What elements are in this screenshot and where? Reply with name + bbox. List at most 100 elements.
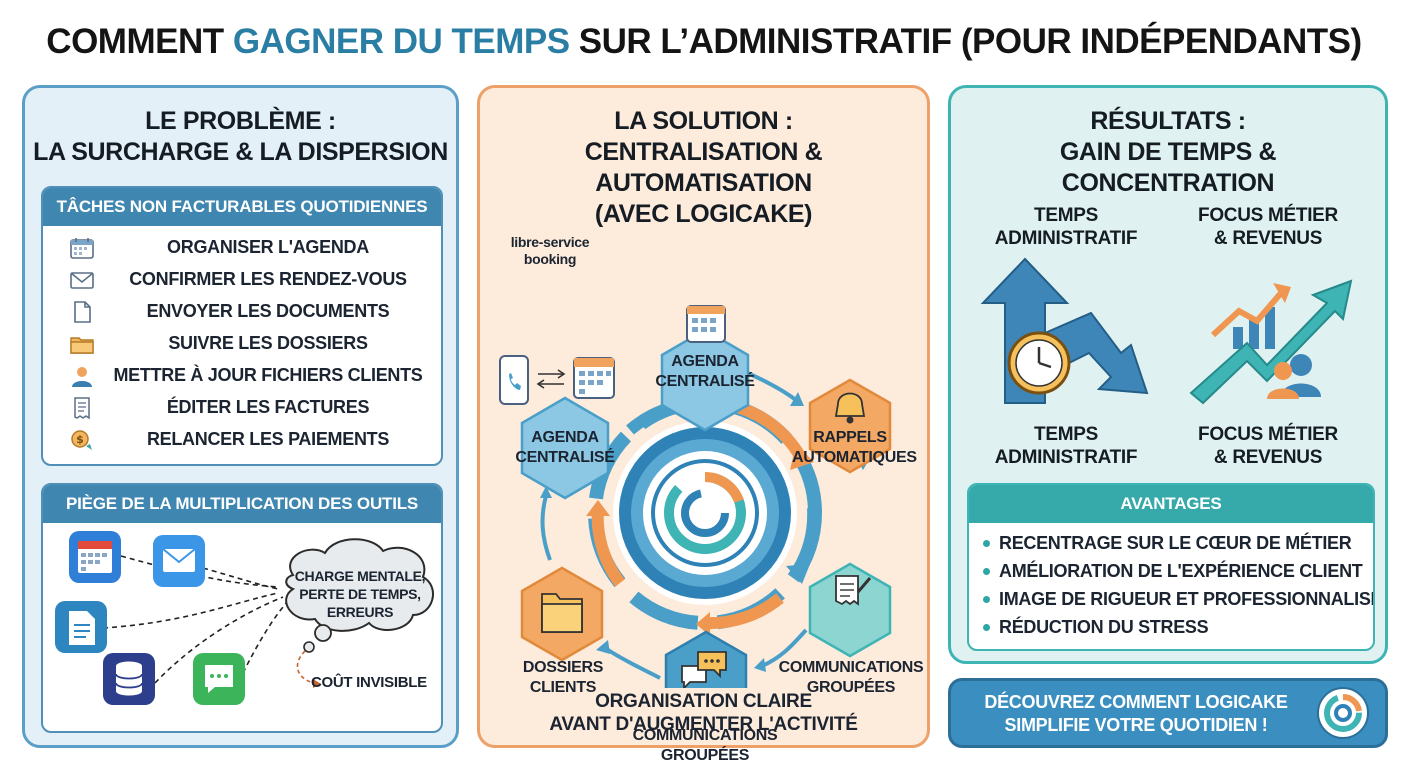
svg-text:$: $ xyxy=(76,433,84,446)
focus-top-line-1: FOCUS MÉTIER xyxy=(1198,205,1338,226)
reminders-hex xyxy=(808,378,892,474)
docs-app-icon xyxy=(55,601,107,653)
solution-panel: LA SOLUTION : CENTRALISATION & AUTOMATIS… xyxy=(477,85,930,764)
advantage-item: IMAGE DE RIGUEUR ET PROFESSIONNALISME xyxy=(983,589,1373,610)
agenda-top-hex xyxy=(660,305,750,432)
growth-chart-icon xyxy=(1189,279,1353,405)
clock-icon xyxy=(1007,331,1071,395)
tools-card: PIÈGE DE LA MULTIPLICATION DES OUTILS xyxy=(41,483,443,733)
solution-footer: ORGANISATION CLAIRE AVANT D'AUGMENTER L'… xyxy=(480,690,927,736)
results-title-line-1: RÉSULTATS : xyxy=(1090,107,1246,135)
invoice-icon xyxy=(69,396,95,420)
cloud-line-2: PERTE DE TEMPS, xyxy=(299,586,421,602)
task-row: $ RELANCER LES PAIEMENTS xyxy=(43,424,441,456)
comms-right-hex xyxy=(808,562,892,658)
mail-app-icon xyxy=(153,535,205,587)
admin-top-line-1: TEMPS xyxy=(1034,205,1098,226)
task-row: METTRE À JOUR FICHIERS CLIENTS xyxy=(43,360,441,392)
cloud-line-3: ERREURS xyxy=(326,604,394,620)
task-row: ÉDITER LES FACTURES xyxy=(43,392,441,424)
booking-line-2: booking xyxy=(523,251,577,267)
title-part-1: COMMENT xyxy=(46,22,233,61)
admin-bottom-line-2: ADMINISTRATIF xyxy=(994,447,1138,468)
logicake-logo-icon xyxy=(664,471,746,554)
agenda-left-hex xyxy=(520,396,610,500)
task-row: CONFIRMER LES RENDEZ-VOUS xyxy=(43,264,441,296)
document-pen-icon xyxy=(835,575,872,606)
tasks-header: TÂCHES NON FACTURABLES QUOTIDIENNES xyxy=(43,188,441,226)
chat-app-icon xyxy=(193,653,245,705)
task-label: METTRE À JOUR FICHIERS CLIENTS xyxy=(113,365,423,385)
comms-bottom-label: COMMUNICATIONS GROUPÉES xyxy=(630,726,780,766)
task-label: RELANCER LES PAIEMENTS xyxy=(146,429,390,449)
cta-button[interactable]: DÉCOUVREZ COMMENT LOGICAKE SIMPLIFIE VOT… xyxy=(948,678,1388,748)
agenda-left-line-1: AGENDA xyxy=(531,429,599,446)
cloud-text: CHARGE MENTALE, PERTE DE TEMPS, ERREURS xyxy=(285,567,435,621)
files-hex xyxy=(520,566,604,662)
coin-icon: $ xyxy=(69,428,95,452)
task-row: ENVOYER LES DOCUMENTS xyxy=(43,296,441,328)
booking-phone-icon xyxy=(499,355,529,405)
booking-calendar-icon xyxy=(573,357,615,399)
admin-bottom-line-1: TEMPS xyxy=(1034,424,1098,445)
reminders-line-2: AUTOMATIQUES xyxy=(792,449,917,466)
booking-label: libre-service booking xyxy=(500,234,600,268)
files-line-1: DOSSIERS xyxy=(522,659,604,676)
problem-title-line-2: LA SURCHARGE & LA DISPERSION xyxy=(33,138,448,166)
admin-time-bottom-label: TEMPS ADMINISTRATIF xyxy=(971,423,1161,469)
focus-bottom-line-1: FOCUS MÉTIER xyxy=(1198,424,1338,445)
folder-icon xyxy=(541,593,583,633)
solution-footer-line-1: ORGANISATION CLAIRE xyxy=(595,691,812,712)
solution-cycle-diagram xyxy=(499,305,892,688)
agenda-top-line-1: AGENDA xyxy=(671,353,739,370)
cta-text: DÉCOUVREZ COMMENT LOGICAKE SIMPLIFIE VOT… xyxy=(971,691,1301,737)
chat-bubbles-icon xyxy=(681,651,727,688)
problem-panel: LE PROBLÈME : LA SURCHARGE & LA DISPERSI… xyxy=(22,85,459,748)
agenda-left-label: AGENDA CENTRALISÉ xyxy=(505,428,625,468)
tools-diagram xyxy=(55,531,434,705)
solution-footer-line-2: AVANT D'AUGMENTER L'ACTIVITÉ xyxy=(549,714,858,735)
task-label: ORGANISER L'AGENDA xyxy=(167,237,369,257)
comms-right-label: COMMUNICATIONS GROUPÉES xyxy=(776,658,926,698)
thought-cloud-icon xyxy=(285,538,434,653)
comms-bottom-hex xyxy=(664,630,748,688)
page-title: COMMENT GAGNER DU TEMPS SUR L’ADMINISTRA… xyxy=(0,22,1408,62)
files-line-2: CLIENTS xyxy=(529,679,597,696)
files-label: DOSSIERS CLIENTS xyxy=(508,658,618,698)
envelope-icon xyxy=(69,268,95,292)
task-label: CONFIRMER LES RENDEZ-VOUS xyxy=(129,269,407,289)
calendar-icon xyxy=(69,236,95,260)
solution-title-line-3: (AVEC LOGICAKE) xyxy=(594,200,813,228)
user-icon xyxy=(69,364,95,388)
results-graphic xyxy=(980,257,1353,405)
problem-title-line-1: LE PROBLÈME : xyxy=(145,107,336,135)
advantage-item: RÉDUCTION DU STRESS xyxy=(983,617,1209,638)
admin-time-top-label: TEMPS ADMINISTRATIF xyxy=(971,204,1161,250)
solution-title-line-1: LA SOLUTION : xyxy=(614,107,793,135)
folder-icon xyxy=(69,332,95,356)
task-row: ORGANISER L'AGENDA xyxy=(43,232,441,264)
comms-bottom-line-1: COMMUNICATIONS xyxy=(632,727,778,744)
problem-title: LE PROBLÈME : LA SURCHARGE & LA DISPERSI… xyxy=(25,106,456,168)
results-title-line-2: GAIN DE TEMPS & CONCENTRATION xyxy=(1059,138,1277,197)
bullet-icon xyxy=(983,596,990,603)
reminders-line-1: RAPPELS xyxy=(813,429,887,446)
comms-right-line-1: COMMUNICATIONS xyxy=(778,659,924,676)
results-title: RÉSULTATS : GAIN DE TEMPS & CONCENTRATIO… xyxy=(951,106,1385,199)
people-icon xyxy=(1267,354,1321,399)
focus-top-line-2: & REVENUS xyxy=(1213,228,1323,249)
hidden-cost-label: COÛT INVISIBLE xyxy=(311,674,427,691)
advantages-header: AVANTAGES xyxy=(969,485,1373,523)
task-label: ENVOYER LES DOCUMENTS xyxy=(146,301,390,321)
bullet-icon xyxy=(983,624,990,631)
advantage-item: RECENTRAGE SUR LE CŒUR DE MÉTIER xyxy=(983,533,1352,554)
agenda-top-label: AGENDA CENTRALISÉ xyxy=(645,352,765,392)
title-part-2: SUR L’ADMINISTRATIF (POUR INDÉPENDANTS) xyxy=(569,22,1362,61)
bullet-icon xyxy=(983,568,990,575)
admin-time-arrow-icon xyxy=(980,257,1149,404)
comms-bottom-line-2: GROUPÉES xyxy=(660,747,750,764)
task-label: ÉDITER LES FACTURES xyxy=(166,397,370,417)
database-app-icon xyxy=(103,653,155,705)
cta-line-2: SIMPLIFIE VOTRE QUOTIDIEN ! xyxy=(1004,715,1268,735)
booking-line-1: libre-service xyxy=(510,234,590,250)
